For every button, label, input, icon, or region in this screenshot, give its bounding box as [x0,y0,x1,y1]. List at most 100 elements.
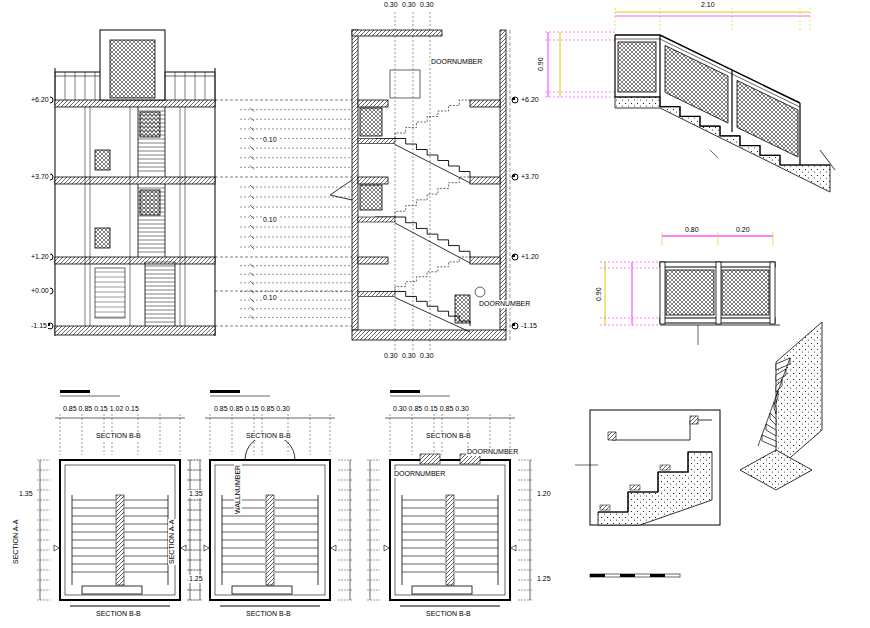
drawing-line [37,470,50,471]
drawing-line [222,495,223,585]
mesh-railing [360,185,382,210]
drawing-line [395,223,470,263]
drawing-line [138,188,165,189]
drawing-line [250,156,254,160]
drawing-line [215,291,352,292]
drawing-line [402,556,445,557]
drawing-line [222,524,265,525]
mesh-panel [737,80,798,157]
dimension-label: 0.85 0.85 0.15 0.85 0.30 [213,405,291,413]
stair-tread [770,413,776,425]
drawing-line [615,8,616,30]
drawing-line [402,500,445,501]
drawing-line [145,266,175,267]
mesh-panel [618,42,656,92]
drawing-line [605,262,606,325]
section-arrow [54,545,59,551]
drawing-line [185,107,186,326]
window-mesh [95,150,110,170]
mesh-railing [360,108,382,136]
dimension-label: 0.30 [383,352,399,360]
drawing-line [774,391,778,402]
stair-tread [776,369,786,381]
stair-tread [776,380,782,392]
step-detail [575,410,720,525]
drawing-line [402,540,445,541]
drawing-line [338,510,353,511]
drawing-line [222,564,265,565]
drawing-line [545,40,615,41]
dimension-label: +0.00 [30,287,50,295]
dimension-label: 1.35 [18,490,34,498]
drawing-line [82,414,83,455]
view-label: DOORNUMBER [393,470,446,478]
railing-post [770,262,775,324]
drawing-line [222,556,265,557]
drawing-line [367,460,380,461]
drawing-line [600,262,660,263]
drawing-line [518,510,533,511]
drawing-line [600,325,660,326]
dimension-label: 0.90 [537,56,545,72]
drawing-line [145,290,175,291]
drawing-line [367,590,380,591]
section-arrow [331,545,336,551]
drawing-line [659,35,660,97]
drawing-line [518,470,533,471]
drawing-line [55,418,185,419]
level-marker-fill [512,174,515,177]
drawing-line [55,76,100,77]
drawing-line [70,606,170,607]
drawing-line [518,460,533,461]
center-wall [446,495,454,585]
stair-flight [395,217,470,257]
drawing-line [95,302,125,303]
drawing-line [338,580,353,581]
drawing-line [138,252,165,253]
drawing-line [240,148,352,149]
ground-slab [352,330,506,340]
scale-bar [650,574,665,577]
section-wall [352,30,358,330]
drawing-line [758,435,762,446]
drawing-line [250,315,254,319]
drawing-line [160,414,161,455]
drawing-line [367,490,380,491]
drawing-line [60,396,120,397]
drawing-line [250,307,254,311]
drawing-line [275,508,318,509]
drawing-line [240,187,352,188]
drawing-line [698,325,699,345]
drawing-line [400,606,500,607]
drawing-line [330,180,352,195]
drawing-line [275,524,318,525]
drawing-line [402,508,445,509]
drawing-line [250,137,254,141]
drawing-line [545,97,615,98]
dimension-label: 1.35 [188,490,204,498]
drawing-line [222,508,265,509]
drawing-line [187,600,200,601]
landing-slab [358,217,395,222]
drawing-line [222,500,265,501]
drawing-line [338,480,353,481]
tread-nosing [630,485,640,490]
floor-slab [470,100,500,107]
view-label: SECTION A-A [12,519,20,565]
drawing-line [145,282,175,283]
drawing-line [338,570,353,571]
drawing-line [367,530,380,531]
drawing-line [125,556,168,557]
drawing-line [187,540,200,541]
drawing-line [250,108,254,112]
drawing-line [318,495,319,585]
drawing-line [330,414,331,455]
drawing-line [165,72,215,73]
dimension-label: +1.20 [30,253,50,261]
mesh-panel [666,270,714,315]
door-outline [390,70,420,98]
drawing-line [222,516,265,517]
drawing-line [518,540,533,541]
dimension-label: 0.30 [401,1,417,9]
drawing-line [187,570,200,571]
